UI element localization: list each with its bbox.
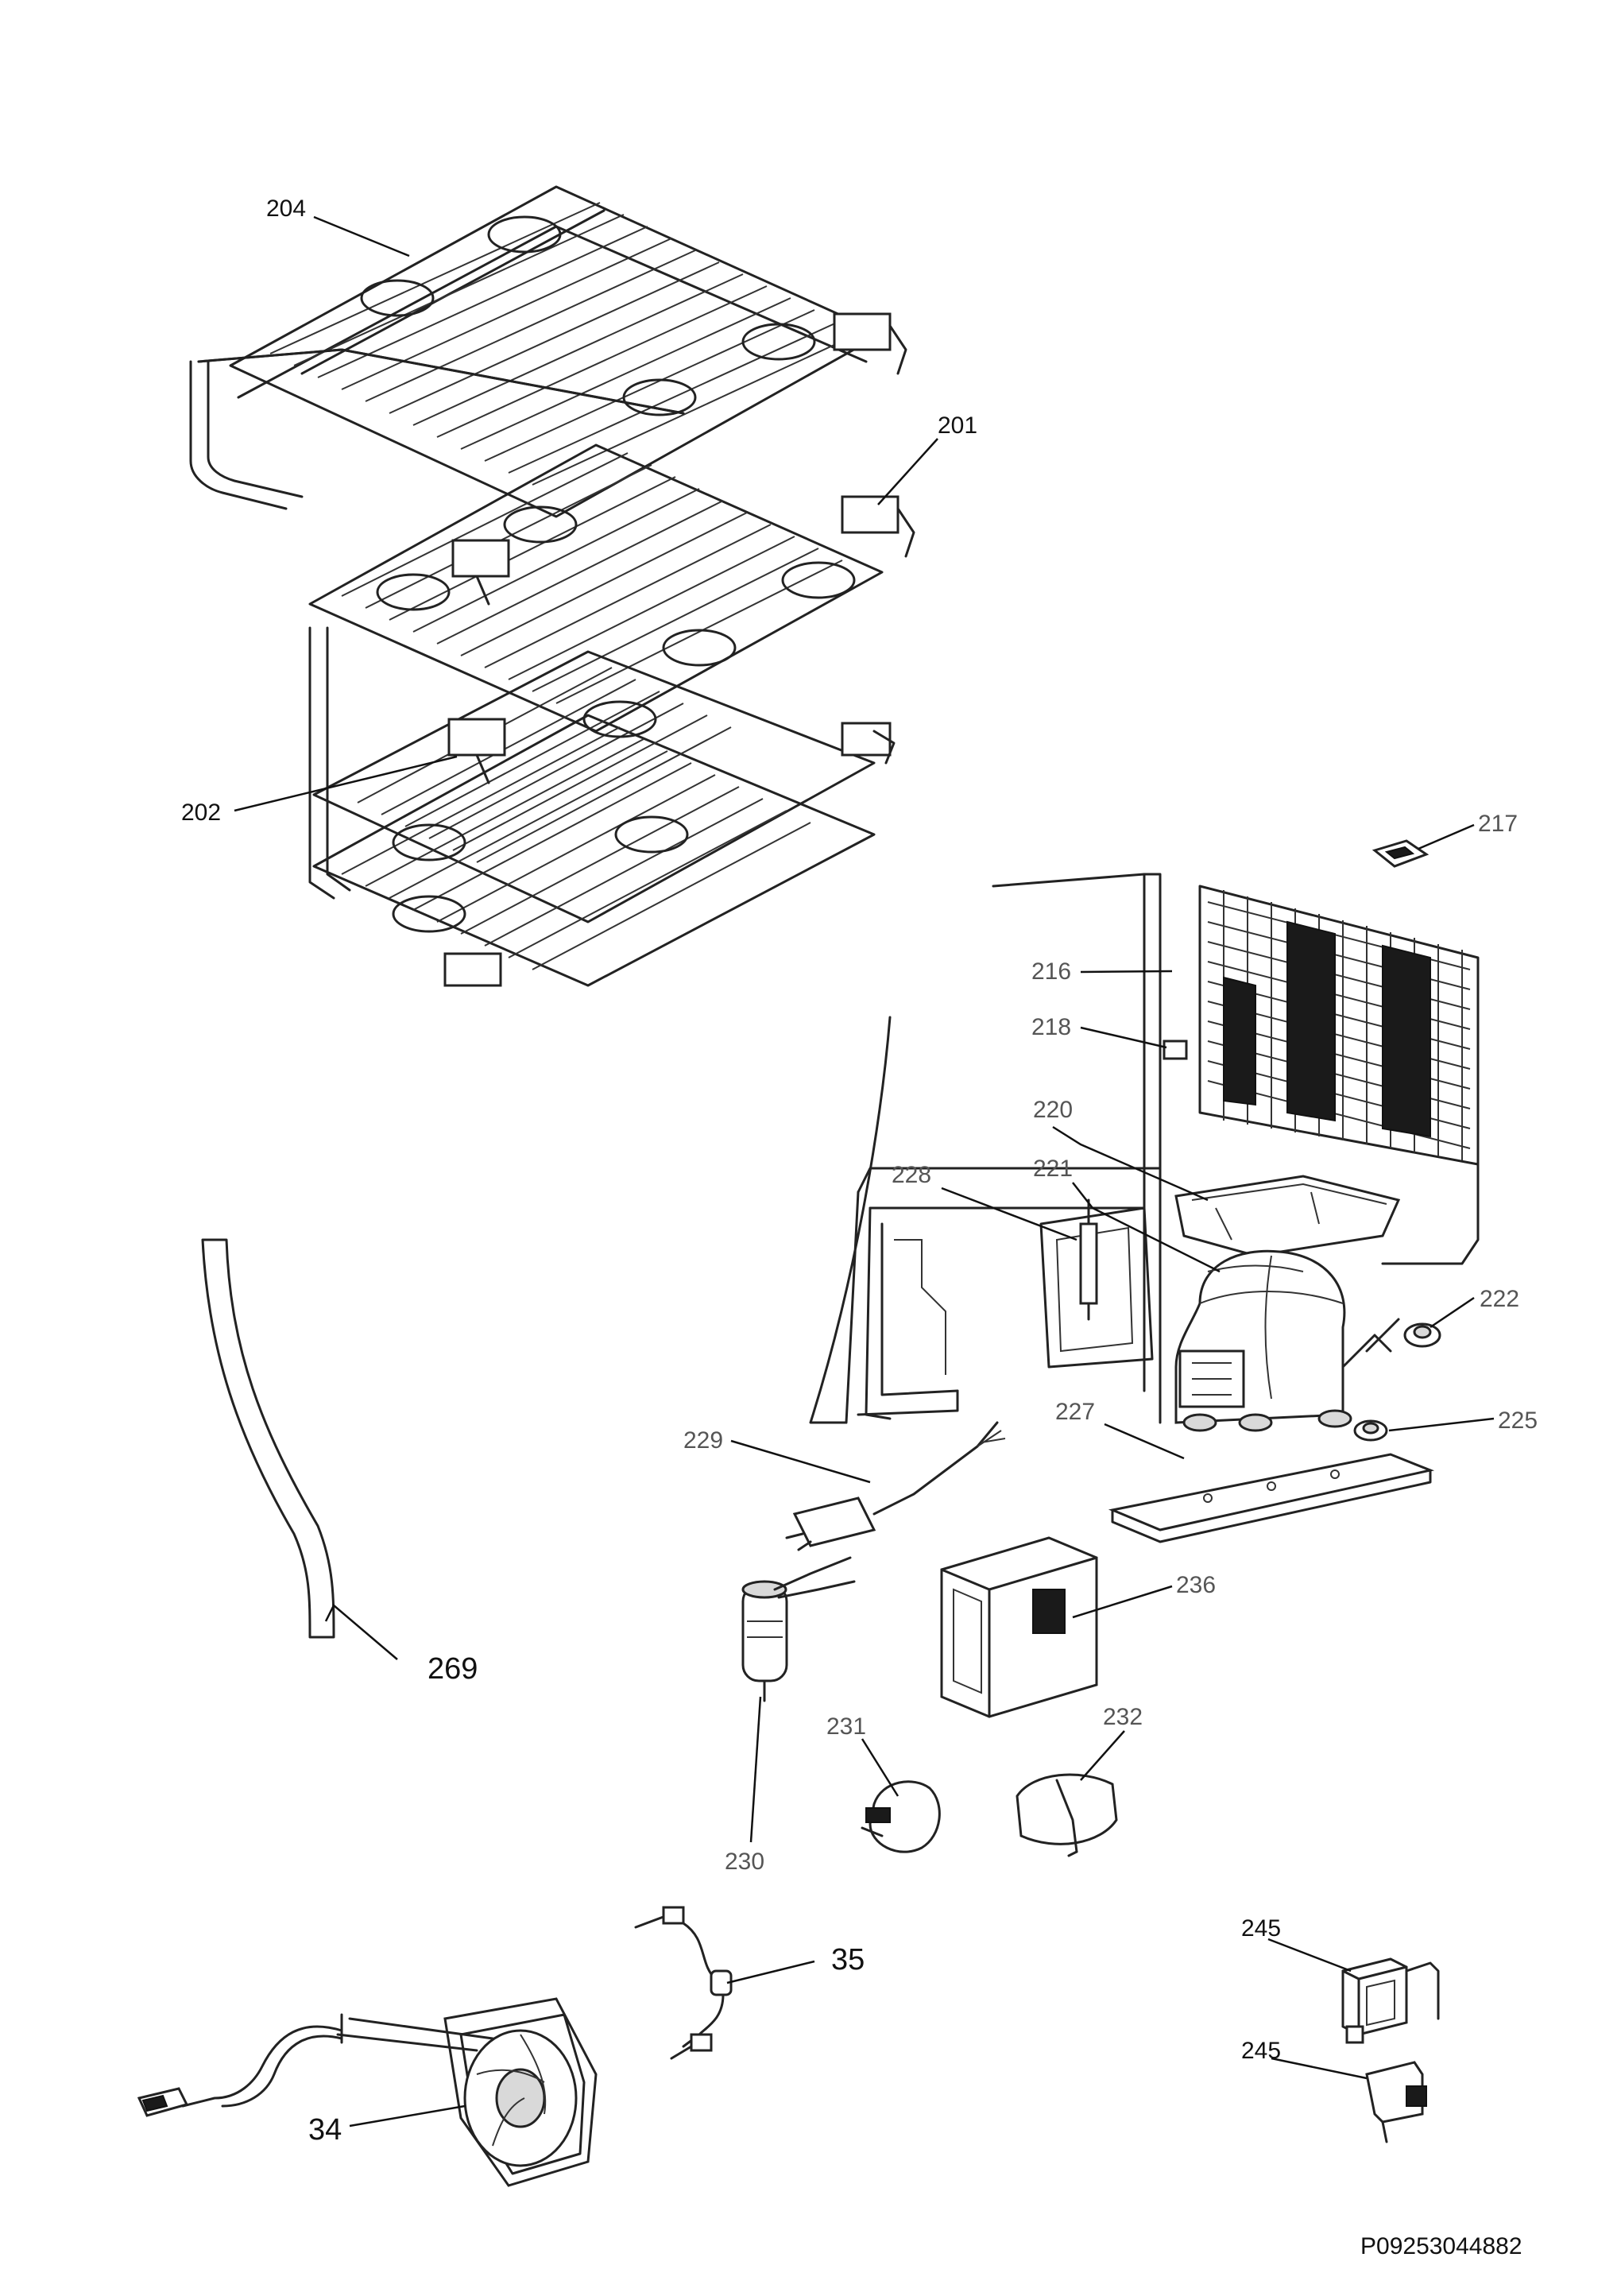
callout-218: 218 (1031, 1014, 1071, 1040)
leader-lines (234, 215, 1495, 2128)
cabinet-rear-section (809, 873, 1162, 1424)
callout-202: 202 (181, 800, 221, 826)
callout-34: 34 (308, 2113, 342, 2147)
temperature-sensor-cable (634, 1906, 733, 2060)
callout-221: 221 (1033, 1156, 1073, 1182)
callout-220: 220 (1033, 1097, 1073, 1123)
compressor (1174, 1249, 1400, 1432)
electronic-control-box (940, 1536, 1098, 1718)
callout-35: 35 (831, 1943, 865, 1977)
ptc-relay (861, 1780, 941, 1853)
callout-217: 217 (1478, 811, 1518, 837)
condenser-coil (1198, 885, 1480, 1265)
base-grommet (1353, 1419, 1388, 1442)
solenoid-valve-top (1341, 1957, 1440, 2044)
callout-236: 236 (1176, 1572, 1216, 1598)
callout-245-bottom: 245 (1241, 2038, 1281, 2064)
callout-229: 229 (683, 1427, 723, 1454)
callout-204: 204 (266, 196, 306, 222)
evaporator-shelf-middle (308, 443, 915, 733)
callout-230: 230 (725, 1849, 764, 1875)
filter-dryer (1079, 1198, 1098, 1321)
callout-227: 227 (1055, 1399, 1095, 1425)
callout-231: 231 (826, 1713, 866, 1740)
callout-222: 222 (1480, 1286, 1519, 1312)
callout-269: 269 (427, 1652, 478, 1686)
condenser-clip (1371, 839, 1429, 868)
callout-225: 225 (1498, 1407, 1538, 1434)
callout-216: 216 (1031, 958, 1071, 985)
callout-201: 201 (938, 412, 977, 439)
callout-labels: 204 201 202 217 216 218 220 228 221 222 … (181, 196, 1538, 2147)
callout-245-top: 245 (1241, 1915, 1281, 1942)
compressor-base-plate (1108, 1453, 1435, 1543)
cooling-fan (137, 1997, 598, 2187)
solenoid-valve-bracket (1365, 2061, 1427, 2143)
callout-228: 228 (892, 1162, 931, 1188)
drain-hose (201, 1238, 335, 1639)
evaporator-shelf-lower (312, 650, 896, 987)
start-capacitor (741, 1556, 856, 1702)
drip-tray (1174, 1175, 1401, 1257)
evaporator-shelf-top (197, 185, 907, 518)
compressor-grommet (1403, 1322, 1441, 1348)
power-cord (785, 1421, 1006, 1551)
evaporator-shelf-assembly (189, 185, 915, 987)
document-number: P09253044882 (1360, 2233, 1522, 2259)
relay-cover (1016, 1773, 1118, 1857)
condenser-mount-clip (1163, 1040, 1188, 1060)
callout-232: 232 (1103, 1704, 1143, 1730)
